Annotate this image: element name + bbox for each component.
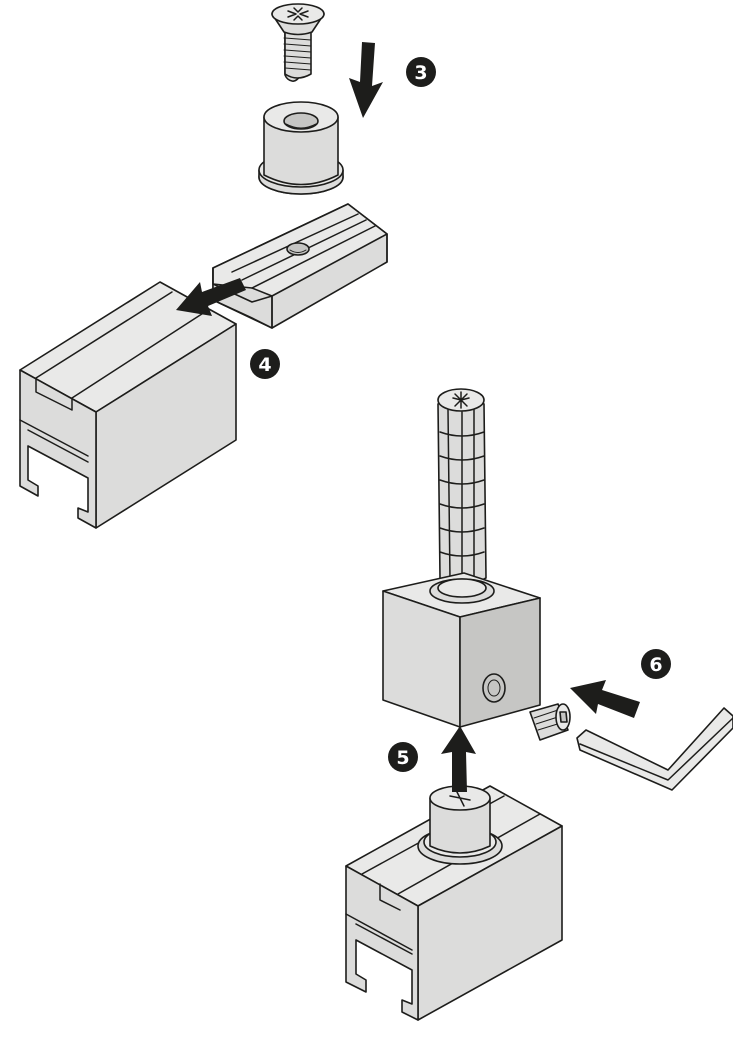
arrow-left-step-6 <box>570 680 640 718</box>
rail-profile-lower <box>345 785 563 1021</box>
step-badge-3-label: 3 <box>414 62 427 84</box>
bushing-sleeve <box>258 101 344 195</box>
step-badge-3: 3 <box>406 57 436 87</box>
slot-nut <box>212 203 388 329</box>
step-badge-4: 4 <box>250 349 280 379</box>
hex-key <box>576 707 733 791</box>
wall-plug <box>437 388 487 587</box>
cube-block <box>382 572 541 728</box>
grub-screw <box>529 703 571 741</box>
countersunk-screw <box>271 3 325 82</box>
arrow-left-step-4 <box>176 278 246 316</box>
step-badge-6: 6 <box>641 649 671 679</box>
step-badge-5-label: 5 <box>396 747 409 769</box>
step-badge-6-label: 6 <box>649 654 662 676</box>
arrow-down-step-3 <box>349 42 383 118</box>
step-badge-5: 5 <box>388 742 418 772</box>
rail-profile-upper <box>19 281 237 529</box>
step-badge-4-label: 4 <box>258 354 271 376</box>
arrow-up-step-5 <box>441 726 476 792</box>
